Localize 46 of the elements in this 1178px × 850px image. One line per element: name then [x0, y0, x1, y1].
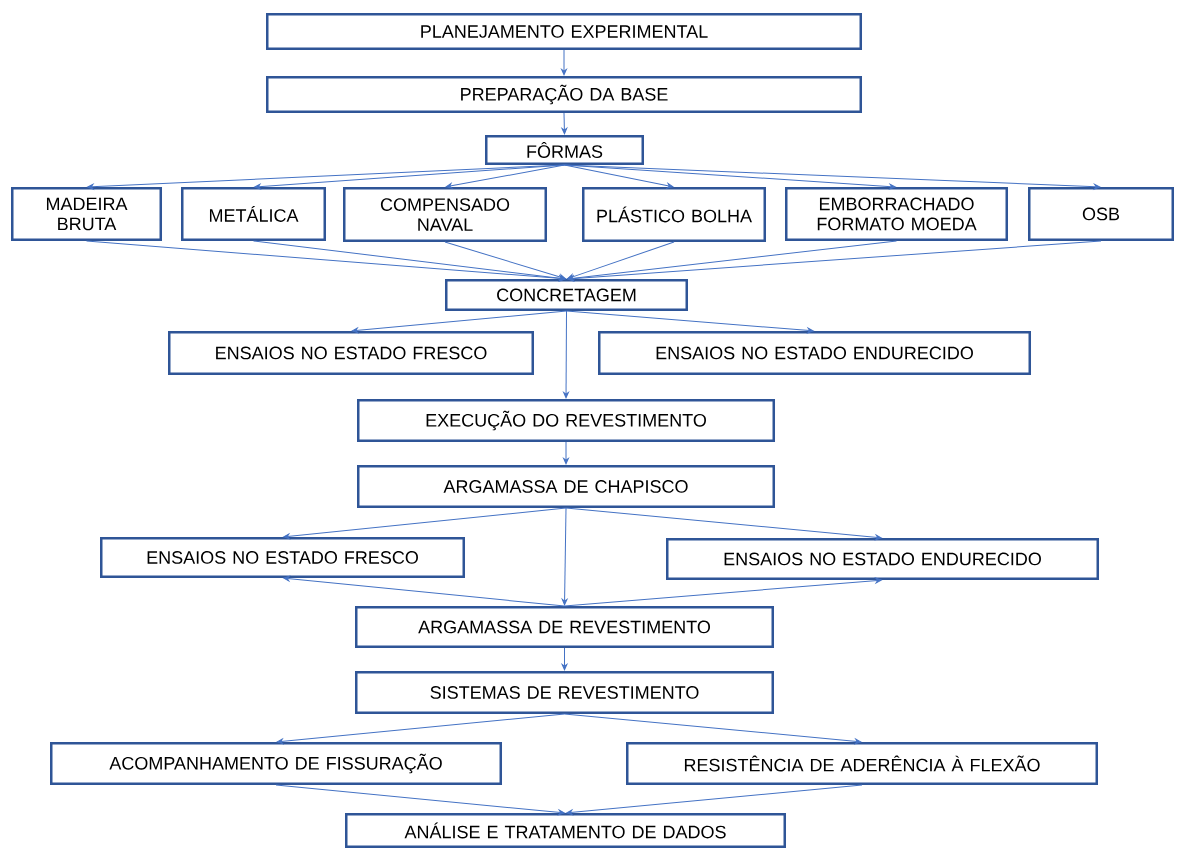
process-box: PREPARAÇÃO DA BASE	[266, 76, 862, 113]
arrow	[567, 241, 675, 280]
arrow	[445, 164, 565, 189]
process-box: COMPENSADO NAVAL	[343, 187, 547, 242]
arrow	[275, 784, 565, 816]
process-box: ACOMPANHAMENTO DE FISSURAÇÃO	[50, 742, 502, 785]
process-box: ENSAIOS NO ESTADO FRESCO	[100, 537, 465, 578]
arrow	[283, 507, 567, 540]
arrow	[444, 241, 566, 280]
process-box: ENSAIOS NO ESTADO FRESCO	[168, 331, 534, 375]
process-box: RESISTÊNCIA DE ADERÊNCIA À FLEXÃO	[626, 742, 1098, 785]
process-box: FÔRMAS	[485, 135, 644, 165]
arrow	[561, 112, 568, 135]
arrow	[254, 164, 565, 190]
arrow	[564, 713, 862, 745]
arrow	[564, 577, 882, 607]
arrow	[561, 647, 568, 671]
process-box: METÁLICA	[181, 187, 326, 241]
process-box: CONCRETAGEM	[445, 279, 688, 311]
arrow	[86, 240, 566, 282]
process-box: EMBORRACHADO FORMATO MOEDA	[785, 187, 1008, 241]
process-box: ARGAMASSA DE CHAPISCO	[357, 465, 775, 508]
process-box: ARGAMASSA DE REVESTIMENTO	[355, 606, 774, 648]
process-box: EXECUÇÃO DO REVESTIMENTO	[357, 399, 775, 442]
arrow	[564, 164, 1101, 190]
arrow	[565, 507, 882, 541]
arrow	[87, 164, 565, 190]
arrow	[563, 310, 569, 399]
arrow	[566, 784, 863, 816]
process-box: ENSAIOS NO ESTADO ENDURECIDO	[666, 538, 1099, 580]
arrow	[276, 713, 565, 745]
arrow	[567, 240, 1102, 282]
process-box: ANÁLISE E TRATAMENTO DE DADOS	[345, 813, 786, 848]
arrow	[566, 310, 814, 334]
process-box: ENSAIOS NO ESTADO ENDURECIDO	[598, 331, 1031, 375]
arrow	[253, 240, 566, 281]
process-box: MADEIRA BRUTA	[11, 187, 162, 241]
process-box: SISTEMAS DE REVESTIMENTO	[355, 671, 774, 714]
process-box: OSB	[1028, 187, 1174, 241]
arrow	[283, 575, 565, 607]
arrow	[351, 310, 567, 334]
arrow	[561, 507, 568, 606]
process-box: PLÁSTICO BOLHA	[582, 187, 766, 242]
arrow	[561, 49, 567, 76]
arrow	[563, 441, 569, 465]
process-box: PLANEJAMENTO EXPERIMENTAL	[266, 13, 862, 50]
